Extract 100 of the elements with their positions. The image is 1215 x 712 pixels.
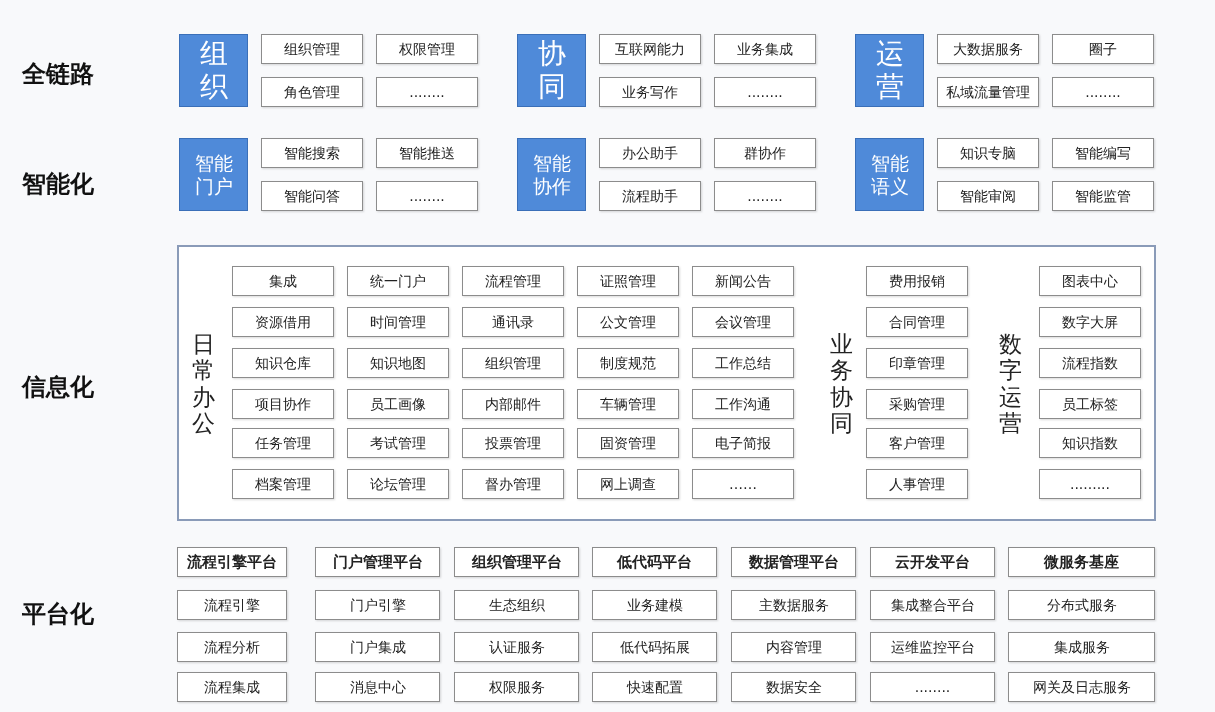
feature-box: 通讯录: [462, 307, 564, 337]
feature-box: 图表中心: [1039, 266, 1141, 296]
layer-label: 信息化: [22, 372, 94, 403]
feature-box: 数据安全: [731, 672, 856, 702]
layer-label: 全链路: [22, 59, 94, 90]
feature-box: 网上调查: [577, 469, 679, 499]
layer-label: 平台化: [22, 599, 94, 630]
category-title: 运营: [875, 38, 904, 103]
feature-box: 制度规范: [577, 348, 679, 378]
feature-box: 证照管理: [577, 266, 679, 296]
feature-box: ........: [870, 672, 995, 702]
feature-box: 微服务基座: [1008, 547, 1155, 577]
feature-box: 工作总结: [692, 348, 794, 378]
feature-box: 费用报销: [866, 266, 968, 296]
feature-box: 认证服务: [454, 632, 579, 662]
category-title: 智能门户: [194, 151, 233, 198]
feature-box: 知识指数: [1039, 428, 1141, 458]
feature-box: 论坛管理: [347, 469, 449, 499]
feature-box: 互联网能力: [599, 34, 701, 64]
layer-label: 智能化: [22, 169, 94, 200]
feature-box: 业务集成: [714, 34, 816, 64]
feature-box: 大数据服务: [937, 34, 1039, 64]
feature-box: 考试管理: [347, 428, 449, 458]
category-title: 智能语义: [870, 151, 909, 198]
feature-box: ........: [714, 77, 816, 107]
feature-box: 任务管理: [232, 428, 334, 458]
feature-box: 办公助手: [599, 138, 701, 168]
feature-box: 权限服务: [454, 672, 579, 702]
feature-box: 云开发平台: [870, 547, 995, 577]
feature-box: 门户管理平台: [315, 547, 440, 577]
feature-box: 数据管理平台: [731, 547, 856, 577]
feature-box: 门户集成: [315, 632, 440, 662]
category-box: [517, 34, 586, 107]
feature-box: 运维监控平台: [870, 632, 995, 662]
feature-box: 流程分析: [177, 632, 287, 662]
feature-box: 流程管理: [462, 266, 564, 296]
feature-box: 采购管理: [866, 389, 968, 419]
feature-box: 智能编写: [1052, 138, 1154, 168]
feature-box: ……: [692, 469, 794, 499]
column-heading: 数字运营: [999, 331, 1022, 437]
category-box: [855, 138, 924, 211]
feature-box: 智能审阅: [937, 181, 1039, 211]
feature-box: 资源借用: [232, 307, 334, 337]
category-box: [179, 34, 248, 107]
column-heading: 日常办公: [192, 331, 215, 437]
feature-box: .........: [1039, 469, 1141, 499]
feature-box: 门户引擎: [315, 590, 440, 620]
feature-box: 档案管理: [232, 469, 334, 499]
column-heading: 业务协同: [830, 331, 853, 437]
category-box: [855, 34, 924, 107]
feature-box: 分布式服务: [1008, 590, 1155, 620]
feature-box: 低代码平台: [592, 547, 717, 577]
feature-box: 时间管理: [347, 307, 449, 337]
feature-box: 员工画像: [347, 389, 449, 419]
feature-box: 消息中心: [315, 672, 440, 702]
feature-box: 公文管理: [577, 307, 679, 337]
feature-box: 合同管理: [866, 307, 968, 337]
feature-box: 组织管理平台: [454, 547, 579, 577]
feature-box: 新闻公告: [692, 266, 794, 296]
feature-box: 生态组织: [454, 590, 579, 620]
feature-box: ........: [376, 181, 478, 211]
feature-box: 智能监管: [1052, 181, 1154, 211]
feature-box: 固资管理: [577, 428, 679, 458]
feature-box: 工作沟通: [692, 389, 794, 419]
feature-box: ........: [1052, 77, 1154, 107]
feature-box: 流程指数: [1039, 348, 1141, 378]
feature-box: 私域流量管理: [937, 77, 1039, 107]
feature-box: 群协作: [714, 138, 816, 168]
feature-box: 组织管理: [462, 348, 564, 378]
feature-box: 印章管理: [866, 348, 968, 378]
feature-box: 流程引擎平台: [177, 547, 287, 577]
feature-box: 智能推送: [376, 138, 478, 168]
feature-box: 人事管理: [866, 469, 968, 499]
feature-box: 流程助手: [599, 181, 701, 211]
feature-box: 智能搜索: [261, 138, 363, 168]
feature-box: 知识仓库: [232, 348, 334, 378]
feature-box: 会议管理: [692, 307, 794, 337]
feature-box: 督办管理: [462, 469, 564, 499]
category-box: [517, 138, 586, 211]
feature-box: 知识地图: [347, 348, 449, 378]
feature-box: 网关及日志服务: [1008, 672, 1155, 702]
feature-box: 组织管理: [261, 34, 363, 64]
feature-box: 员工标签: [1039, 389, 1141, 419]
feature-box: 内容管理: [731, 632, 856, 662]
feature-box: ........: [714, 181, 816, 211]
feature-box: 客户管理: [866, 428, 968, 458]
feature-box: 主数据服务: [731, 590, 856, 620]
feature-box: 项目协作: [232, 389, 334, 419]
feature-box: 权限管理: [376, 34, 478, 64]
feature-box: 统一门户: [347, 266, 449, 296]
feature-box: 快速配置: [592, 672, 717, 702]
feature-box: 集成服务: [1008, 632, 1155, 662]
feature-box: 业务写作: [599, 77, 701, 107]
module-frame: [177, 245, 1156, 521]
feature-box: 电子简报: [692, 428, 794, 458]
category-box: [179, 138, 248, 211]
feature-box: 数字大屏: [1039, 307, 1141, 337]
feature-box: ........: [376, 77, 478, 107]
category-title: 智能协作: [532, 151, 571, 198]
feature-box: 知识专脑: [937, 138, 1039, 168]
